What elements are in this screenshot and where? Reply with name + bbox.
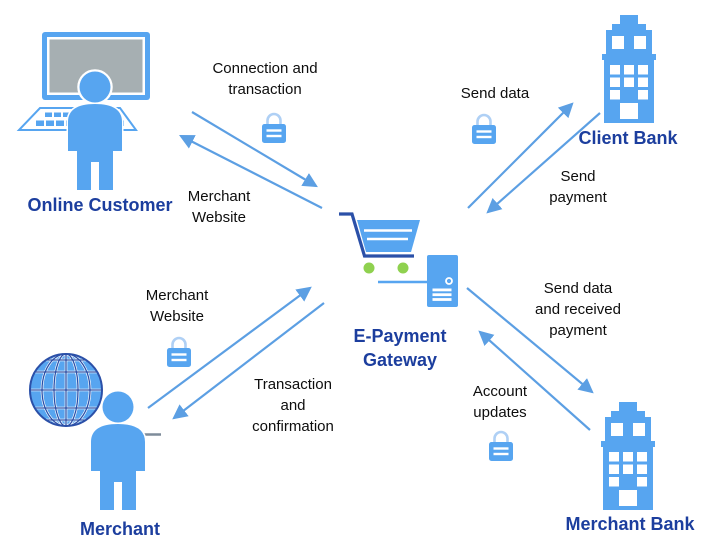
flow-label-send-payment: Send payment xyxy=(549,168,607,206)
flow-label-merchant-website-bottom: Merchant Website xyxy=(145,287,209,325)
arrow-merchant-bank-to-gateway xyxy=(478,330,591,431)
arrow-gateway-to-merchant xyxy=(172,302,325,420)
merchant-label: Merchant xyxy=(79,519,160,539)
globe-icon xyxy=(29,352,103,428)
arrow-gateway-to-merchant-bank xyxy=(466,287,594,394)
flow-label-account-updates: Account updates xyxy=(472,383,528,421)
padlock-icon-merchant-website xyxy=(165,336,193,369)
padlock-icon-send-data xyxy=(470,113,498,146)
person-icon xyxy=(91,392,145,511)
arrows-layer xyxy=(147,102,601,431)
gateway-icon xyxy=(339,212,458,307)
flow-label-merchant-website-top: Merchant Website xyxy=(187,188,251,226)
arrow-client-bank-to-gateway xyxy=(486,112,601,214)
flow-label-transaction-confirmation: Transaction and confirmation xyxy=(252,376,334,435)
merchant-icon xyxy=(29,352,161,511)
monitor-icon xyxy=(42,32,150,100)
bank-building-icon xyxy=(602,15,656,123)
padlock-icon-connection xyxy=(260,112,288,145)
arrow-gateway-to-customer xyxy=(179,134,323,209)
shopping-cart-icon xyxy=(339,212,428,284)
padlock-icon-account-updates xyxy=(487,430,515,463)
flow-label-send-data: Send data xyxy=(460,85,530,102)
client-bank-label: Client Bank xyxy=(578,128,678,148)
bank-building-icon xyxy=(601,402,655,510)
flow-label-send-data-received-payment: Send data and received payment xyxy=(535,280,621,339)
arrow-gateway-to-client-bank xyxy=(467,102,574,209)
online-customer-icon xyxy=(16,32,150,190)
server-icon xyxy=(427,255,458,307)
gateway-label: E-Payment Gateway xyxy=(353,326,447,370)
flow-label-connection-transaction: Connection and transaction xyxy=(212,60,318,98)
merchant-bank-label: Merchant Bank xyxy=(565,514,695,534)
arrow-customer-to-gateway xyxy=(191,111,318,188)
online-customer-label: Online Customer xyxy=(27,195,173,215)
arrow-merchant-to-gateway xyxy=(147,286,312,409)
